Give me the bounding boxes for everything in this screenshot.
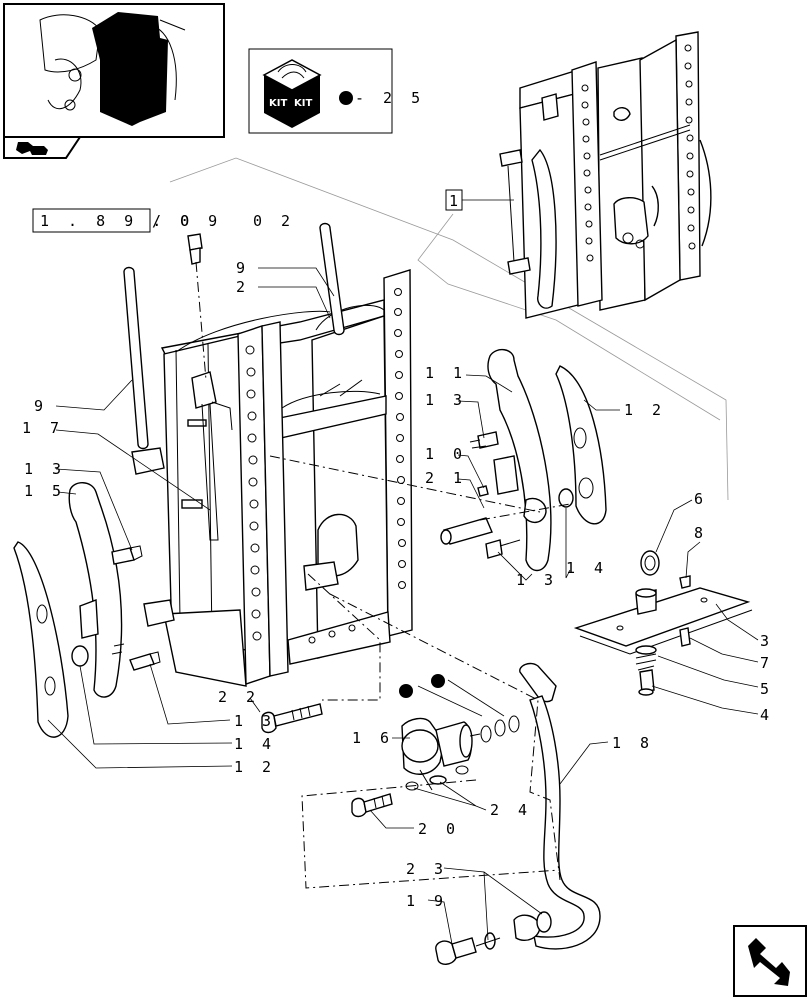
grease-nipple: [187, 233, 207, 381]
main-hitch-frame: [123, 222, 413, 687]
location-thumbnail[interactable]: [3, 3, 225, 159]
rear-hole-column: [394, 288, 406, 589]
tractor-icon: [16, 142, 48, 155]
hydraulic-pipe-assembly: [435, 662, 601, 965]
callout-23: 2 3: [406, 860, 448, 878]
callout-15: 1 5: [24, 482, 66, 500]
callout-5: 5: [760, 680, 774, 698]
callout-9-rear: 9: [236, 259, 250, 277]
callout-14-left: 1 4: [234, 735, 276, 753]
kit-text-right: KIT: [294, 98, 312, 109]
kit-text-left: KIT: [269, 98, 287, 109]
kit-reference: - 2 5: [355, 89, 425, 107]
callout-17: 1 7: [22, 419, 64, 437]
lower-center-parts: [261, 674, 520, 818]
callout-9-left: 9: [34, 397, 48, 415]
cross-reference-extra: 0 2: [253, 212, 295, 230]
callout-8: 8: [694, 524, 708, 542]
callout-11: 1 1: [425, 364, 467, 382]
cross-reference[interactable]: 1 . 8 9 . 0 / 0 9 0 2: [32, 208, 295, 233]
callout-10: 1 0: [425, 445, 467, 463]
kit-legend-box: KIT KIT - 2 5: [248, 48, 425, 134]
kit-bullet-icon: [399, 684, 413, 698]
detail-reference-number: 1: [449, 192, 463, 210]
assembly-guide-lines: [269, 455, 571, 889]
cross-reference-box-text: 1 . 8 9 . 0: [40, 212, 194, 230]
kit-bullet-icon: [339, 91, 353, 105]
callout-24: 2 4: [490, 801, 532, 819]
left-side-parts: [13, 482, 161, 738]
callout-14-right: 1 4: [566, 559, 608, 577]
leader-lines: [47, 267, 759, 945]
cross-reference-suffix: / 0 9: [152, 212, 222, 230]
kit-cube-icon: KIT KIT: [262, 59, 322, 128]
detail-hole-column-right: [684, 44, 696, 250]
callout-18: 1 8: [612, 734, 654, 752]
detail-hole-column: [581, 84, 594, 262]
detail-reference: 1: [169, 157, 729, 501]
callout-13-left-bottom: 1 3: [234, 712, 276, 730]
callout-22: 2 2: [218, 688, 260, 706]
callout-13-right-top: 1 3: [425, 391, 467, 409]
callout-12-right: 1 2: [624, 401, 666, 419]
front-hole-column: [245, 345, 262, 641]
right-side-parts: [440, 349, 753, 696]
callout-12-left: 1 2: [234, 758, 276, 776]
callout-labels: 9 2 9 1 7 1 3 1 5 1 1 1 3 1 0 2 1 1 2 1 …: [22, 259, 774, 910]
callout-13-right-bottom: 1 3: [516, 571, 558, 589]
callout-4: 4: [760, 706, 774, 724]
callout-19: 1 9: [406, 892, 448, 910]
assembled-hitch-detail: [499, 31, 712, 319]
callout-3: 3: [760, 632, 774, 650]
callout-16: 1 6: [352, 729, 394, 747]
callout-7: 7: [760, 654, 774, 672]
kit-bullet-icon: [431, 674, 445, 688]
next-page-arrow-icon[interactable]: [733, 925, 807, 997]
callout-2: 2: [236, 278, 250, 296]
callout-20: 2 0: [418, 820, 460, 838]
callout-21: 2 1: [425, 469, 467, 487]
callout-13-left-top: 1 3: [24, 460, 66, 478]
thumbnail-highlight-part: [92, 12, 168, 126]
callout-6: 6: [694, 490, 708, 508]
